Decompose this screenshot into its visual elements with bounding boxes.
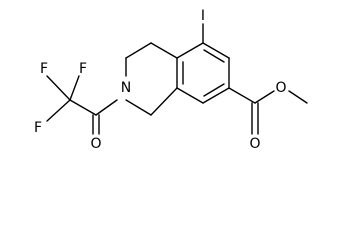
bond-c8-c8a (176, 87, 204, 104)
bond-c5-c6 (202, 42, 230, 59)
bond-c7-ester-carbon (228, 87, 256, 104)
bond-n2-carbonyl (95, 99, 118, 116)
bond-lines (46, 23, 308, 135)
bond-ester-ether (254, 90, 275, 104)
fluorine-label-bottom: F (34, 120, 42, 136)
bond-carbonyl-cf3 (69, 99, 97, 116)
atom-labels: I N F F F O O O (34, 8, 287, 152)
bond-c5-c6-inner (203, 49, 225, 63)
bond-cf3-fluorine-3 (46, 99, 71, 122)
bond-c8a-c1 (150, 87, 178, 116)
bond-ether-methyl (288, 90, 308, 104)
ester-ether-oxygen-label: O (275, 80, 286, 96)
fluorine-label-top-left: F (40, 61, 48, 77)
amide-oxygen-label: O (90, 136, 101, 152)
bond-c7-c8-inner (203, 83, 225, 97)
bond-cf3-fluorine-2 (69, 75, 80, 101)
bond-c3-c4 (125, 42, 152, 59)
bond-c1-n2 (125, 99, 152, 116)
bond-c4-c4a (150, 42, 178, 59)
bond-cf3-fluorine-1 (46, 75, 71, 101)
bond-c4a-c5 (176, 42, 204, 59)
fluorine-label-top-right: F (79, 61, 87, 77)
molecule-structure: I N F F F O O O (34, 8, 308, 152)
bond-c7-c8 (202, 87, 230, 104)
nitrogen-label: N (121, 80, 131, 96)
iodine-label: I (201, 8, 205, 24)
ester-carbonyl-oxygen-label: O (249, 136, 260, 152)
